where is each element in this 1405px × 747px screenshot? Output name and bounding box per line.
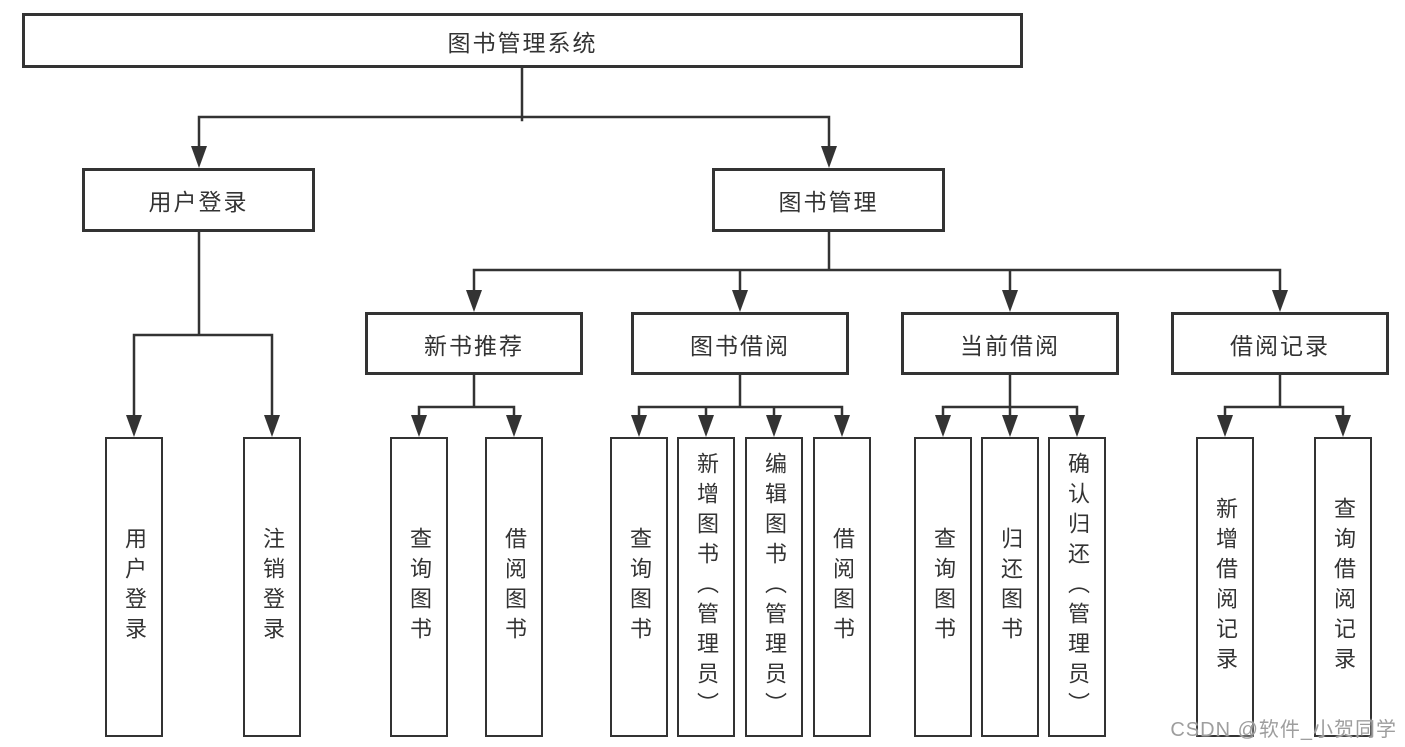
node-library-management-system: 图书管理系统 — [22, 13, 1023, 68]
leaf-borrowing-add-books-admin-label: 新增图书（管理员） — [694, 452, 719, 722]
leaf-newbooks-borrow-books: 借阅图书 — [485, 437, 543, 737]
leaf-records-add-record: 新增借阅记录 — [1196, 437, 1254, 737]
leaf-current-query-books-label: 查询图书 — [931, 527, 956, 647]
node-user-login-label: 用户登录 — [148, 189, 249, 215]
arrowheads — [126, 146, 1351, 437]
node-book-management-label: 图书管理 — [778, 189, 879, 215]
leaf-borrowing-query-books-label: 查询图书 — [627, 527, 652, 647]
node-new-book-recommend-label: 新书推荐 — [424, 332, 524, 359]
node-borrowing-records: 借阅记录 — [1171, 312, 1389, 375]
leaf-records-add-record-label: 新增借阅记录 — [1213, 497, 1238, 677]
node-book-borrowing-label: 图书借阅 — [690, 332, 790, 359]
leaf-logout: 注销登录 — [243, 437, 301, 737]
leaf-borrowing-edit-books-admin: 编辑图书（管理员） — [745, 437, 803, 737]
leaf-current-return-books-label: 归还图书 — [998, 527, 1023, 647]
leaf-user-login: 用户登录 — [105, 437, 163, 737]
leaf-borrowing-query-books: 查询图书 — [610, 437, 668, 737]
node-new-book-recommend: 新书推荐 — [365, 312, 583, 375]
leaf-current-confirm-return-admin-label: 确认归还（管理员） — [1065, 452, 1090, 722]
leaf-records-query-record-label: 查询借阅记录 — [1331, 497, 1356, 677]
leaf-newbooks-borrow-books-label: 借阅图书 — [502, 527, 527, 647]
node-book-borrowing: 图书借阅 — [631, 312, 849, 375]
leaf-newbooks-query-books: 查询图书 — [390, 437, 448, 737]
node-current-borrowing-label: 当前借阅 — [960, 332, 1060, 359]
csdn-watermark: CSDN @软件_小贺同学 — [1170, 719, 1397, 741]
leaf-current-return-books: 归还图书 — [981, 437, 1039, 737]
node-borrowing-records-label: 借阅记录 — [1230, 332, 1330, 359]
node-library-management-system-label: 图书管理系统 — [447, 29, 598, 56]
leaf-borrowing-borrow-books: 借阅图书 — [813, 437, 871, 737]
leaf-borrowing-edit-books-admin-label: 编辑图书（管理员） — [762, 452, 787, 722]
node-user-login: 用户登录 — [82, 168, 315, 232]
leaf-newbooks-query-books-label: 查询图书 — [407, 527, 432, 647]
leaf-borrowing-borrow-books-label: 借阅图书 — [830, 527, 855, 647]
leaf-user-login-label: 用户登录 — [122, 527, 147, 647]
leaf-logout-label: 注销登录 — [260, 527, 285, 647]
node-current-borrowing: 当前借阅 — [901, 312, 1119, 375]
leaf-current-confirm-return-admin: 确认归还（管理员） — [1048, 437, 1106, 737]
node-book-management: 图书管理 — [712, 168, 945, 232]
leaf-records-query-record: 查询借阅记录 — [1314, 437, 1372, 737]
leaf-borrowing-add-books-admin: 新增图书（管理员） — [677, 437, 735, 737]
leaf-current-query-books: 查询图书 — [914, 437, 972, 737]
